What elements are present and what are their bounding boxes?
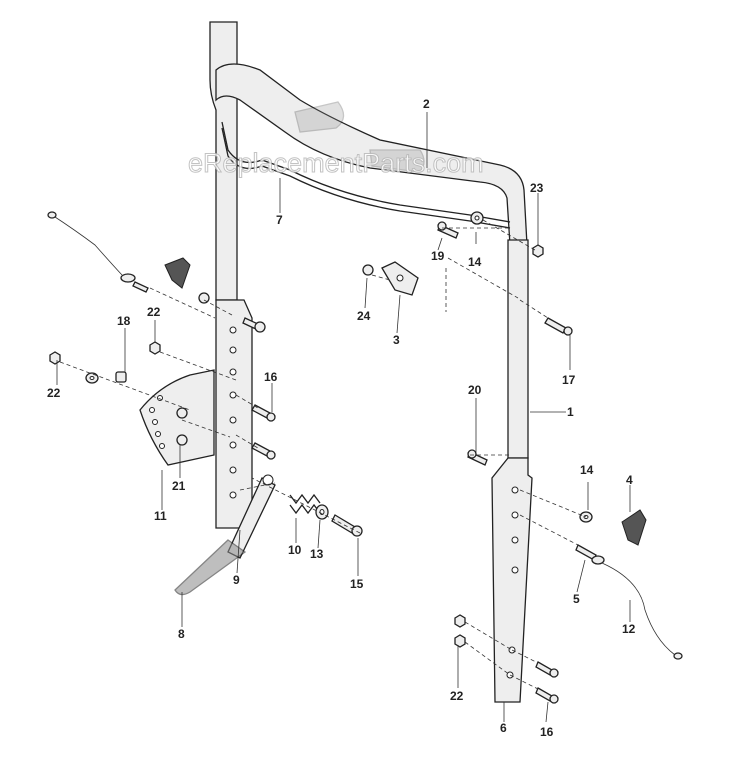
label-part-9: 9 bbox=[233, 573, 240, 587]
label-part-8: 8 bbox=[178, 627, 185, 641]
bolt-part-16-right bbox=[535, 661, 559, 704]
label-part-22-bottom: 22 bbox=[450, 689, 464, 703]
assembly-lines bbox=[59, 219, 587, 690]
label-part-4: 4 bbox=[626, 473, 633, 487]
knob-left bbox=[164, 257, 266, 333]
spring-part-10 bbox=[289, 493, 321, 515]
label-part-14-right: 14 bbox=[580, 463, 594, 477]
label-part-5: 5 bbox=[573, 592, 580, 606]
washer-left bbox=[85, 371, 127, 384]
bolt-part-20 bbox=[467, 449, 488, 466]
label-part-13: 13 bbox=[310, 547, 324, 561]
pin-part-5 bbox=[575, 544, 605, 565]
nut-part-21 bbox=[176, 407, 188, 446]
nut-part-23 bbox=[532, 244, 544, 258]
bolt-part-16-left bbox=[251, 404, 276, 460]
label-part-15: 15 bbox=[350, 577, 364, 591]
watermark-text: eReplacementParts.com bbox=[188, 148, 484, 178]
label-part-12: 12 bbox=[622, 622, 636, 636]
label-part-17: 17 bbox=[562, 373, 576, 387]
label-part-1: 1 bbox=[567, 405, 574, 419]
bolt-part-17 bbox=[544, 317, 573, 336]
label-part-16-left: 16 bbox=[264, 370, 278, 384]
label-part-19: 19 bbox=[431, 249, 445, 263]
label-part-21: 21 bbox=[172, 479, 186, 493]
bracket-part-3 bbox=[362, 261, 419, 296]
handlebar-frame bbox=[209, 21, 529, 459]
bolt-part-15 bbox=[331, 514, 363, 537]
adjustment-quadrant-part-11 bbox=[139, 369, 215, 466]
cable-part-12 bbox=[601, 562, 683, 660]
label-part-22-left: 22 bbox=[47, 386, 61, 400]
label-part-16-right: 16 bbox=[540, 725, 554, 739]
label-part-2: 2 bbox=[423, 97, 430, 111]
label-part-23: 23 bbox=[530, 181, 544, 195]
part-labels: 1 2 3 4 5 6 7 8 9 10 11 12 13 14 14 15 1… bbox=[47, 97, 636, 739]
label-part-24: 24 bbox=[357, 309, 371, 323]
bolt-part-19 bbox=[437, 211, 484, 239]
label-part-7: 7 bbox=[276, 213, 283, 227]
label-part-20: 20 bbox=[468, 383, 482, 397]
nut-part-22-right bbox=[454, 614, 466, 648]
label-part-22-top: 22 bbox=[147, 305, 161, 319]
washer-part-13 bbox=[315, 504, 329, 520]
inner-strap-part-7 bbox=[221, 121, 511, 229]
label-part-3: 3 bbox=[393, 333, 400, 347]
label-part-18: 18 bbox=[117, 314, 131, 328]
label-part-14-top: 14 bbox=[468, 255, 482, 269]
leader-lines bbox=[56, 112, 631, 723]
label-part-11: 11 bbox=[154, 509, 167, 523]
label-part-6: 6 bbox=[500, 721, 507, 735]
cable-left bbox=[47, 211, 149, 293]
knob-part-4 bbox=[621, 509, 647, 546]
right-bracket-plate-part-6 bbox=[491, 457, 533, 703]
left-bracket-plate bbox=[215, 299, 253, 529]
label-part-10: 10 bbox=[288, 543, 302, 557]
nut-part-22-left bbox=[49, 341, 161, 365]
